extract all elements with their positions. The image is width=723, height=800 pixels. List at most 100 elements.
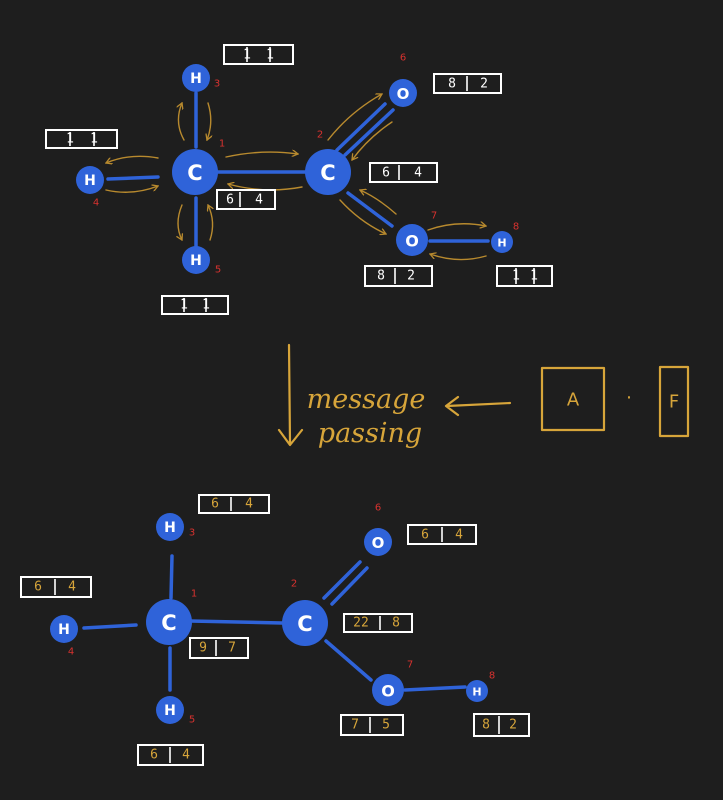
atom-h8: H 8 bbox=[466, 671, 495, 702]
top-message-arrows bbox=[105, 94, 486, 261]
feature-box-c2: 22 8 bbox=[343, 613, 413, 633]
feature-value: 1 bbox=[202, 298, 210, 313]
atom-h3: H 3 bbox=[182, 64, 220, 92]
feature-value: 4 bbox=[182, 748, 190, 763]
feature-value: 5 bbox=[382, 718, 390, 733]
atom-symbol: H bbox=[58, 622, 70, 638]
msg-arrow-c2-to-o6 bbox=[327, 94, 382, 141]
atom-symbol: H bbox=[164, 703, 176, 719]
matrix-f: F bbox=[658, 365, 690, 438]
atom-index: 1 bbox=[219, 139, 225, 150]
bond-c2-o6-b bbox=[343, 108, 395, 157]
feature-value: 4 bbox=[455, 528, 463, 543]
msg-arrow-h4-to-c1 bbox=[105, 186, 158, 193]
feature-box-o6: 6 4 bbox=[407, 524, 477, 545]
atom-index: 3 bbox=[189, 528, 195, 539]
msg-arrow-o6-to-c2 bbox=[352, 121, 393, 160]
atom-o7: O 7 bbox=[372, 660, 413, 706]
feature-value: 6 bbox=[150, 748, 158, 763]
bond-c1-c2 bbox=[188, 619, 284, 625]
feature-box-c1: 6 4 bbox=[216, 189, 276, 210]
feature-box-h3: 1 1 bbox=[223, 44, 294, 65]
atom-symbol: O bbox=[372, 534, 385, 552]
feature-box-o7: 7 5 bbox=[340, 714, 404, 736]
atom-index: 1 bbox=[191, 589, 197, 600]
feature-value: 6 bbox=[211, 497, 219, 512]
msg-arrow-c2-to-o7 bbox=[339, 199, 386, 234]
bond-c1-h4 bbox=[106, 175, 160, 181]
atom-c1: C 1 bbox=[146, 589, 197, 645]
feature-box-h8: 8 2 bbox=[473, 713, 530, 737]
feature-value: 1 bbox=[243, 48, 251, 63]
feature-value: 8 bbox=[392, 616, 400, 631]
atom-index: 6 bbox=[400, 53, 406, 64]
bottom-molecule: C 1 C 2 H 3 H 4 H 5 O 6 O bbox=[20, 494, 530, 766]
atom-index: 3 bbox=[214, 79, 220, 90]
feature-box-h8: 1 1 bbox=[496, 265, 553, 287]
feature-value: 4 bbox=[414, 166, 422, 181]
atom-symbol: O bbox=[405, 232, 419, 251]
left-arrow bbox=[444, 395, 512, 417]
top-bonds bbox=[106, 91, 490, 249]
atom-symbol: H bbox=[497, 237, 506, 250]
feature-box-h4: 1 1 bbox=[45, 129, 118, 149]
feature-box-h5: 6 4 bbox=[137, 744, 204, 766]
atom-symbol: C bbox=[297, 612, 312, 636]
atom-symbol: O bbox=[381, 682, 395, 701]
feature-value: 1 bbox=[530, 269, 538, 284]
atom-h4: H 4 bbox=[76, 166, 104, 209]
bond-c2-o6-a bbox=[322, 560, 362, 600]
feature-value: 6 bbox=[382, 166, 390, 181]
atom-index: 8 bbox=[489, 671, 495, 682]
msg-arrow-o7-to-h8 bbox=[427, 224, 486, 231]
feature-value: 8 bbox=[377, 269, 385, 284]
atom-symbol: H bbox=[164, 520, 176, 536]
atom-symbol: C bbox=[161, 611, 176, 635]
atom-symbol: H bbox=[190, 71, 202, 87]
atom-symbol: C bbox=[187, 161, 202, 185]
atom-symbol: H bbox=[472, 686, 481, 699]
msg-arrow-h3-to-c1 bbox=[207, 102, 211, 140]
atom-symbol: H bbox=[190, 253, 202, 269]
bond-c1-h4 bbox=[82, 623, 138, 630]
atom-index: 4 bbox=[93, 198, 99, 209]
atom-index: 7 bbox=[431, 211, 437, 222]
feature-value: 6 bbox=[226, 193, 234, 208]
atom-h8: H 8 bbox=[491, 222, 519, 253]
bond-c2-o6-a bbox=[335, 102, 387, 152]
atom-index: 2 bbox=[317, 130, 323, 141]
bond-c2-o7 bbox=[324, 639, 373, 682]
atom-c1: C 1 bbox=[172, 139, 225, 195]
atom-c2: C 2 bbox=[305, 130, 351, 195]
feature-value: 7 bbox=[228, 641, 236, 656]
atom-index: 7 bbox=[407, 660, 413, 671]
atom-h4: H 4 bbox=[50, 615, 78, 658]
bond-o7-h8 bbox=[403, 685, 467, 692]
matrix-f-label: F bbox=[669, 392, 679, 413]
process-label-line1: message bbox=[307, 384, 426, 415]
msg-arrow-c1-to-h5 bbox=[178, 204, 182, 240]
matrix-a: A bbox=[540, 366, 606, 432]
feature-value: 2 bbox=[509, 718, 517, 733]
atom-symbol: C bbox=[320, 161, 335, 185]
atom-index: 6 bbox=[375, 503, 381, 514]
atom-symbol: H bbox=[84, 173, 96, 189]
feature-box-h4: 6 4 bbox=[20, 576, 92, 598]
feature-box-c2: 6 4 bbox=[369, 162, 438, 183]
atom-h5: H 5 bbox=[156, 696, 195, 726]
feature-box-c1: 9 7 bbox=[189, 637, 249, 659]
atom-o6: O 6 bbox=[364, 503, 392, 556]
bond-c2-o6-b bbox=[330, 566, 369, 606]
feature-box-h3: 6 4 bbox=[198, 494, 270, 514]
atom-index: 5 bbox=[215, 265, 221, 276]
feature-box-h5: 1 1 bbox=[161, 295, 229, 315]
feature-value: 2 bbox=[480, 77, 488, 92]
feature-box-o6: 8 2 bbox=[433, 73, 502, 94]
msg-arrow-c1-to-c2 bbox=[225, 152, 298, 158]
feature-value: 6 bbox=[421, 528, 429, 543]
feature-value: 1 bbox=[180, 298, 188, 313]
atom-h5: H 5 bbox=[182, 246, 221, 276]
feature-value: 4 bbox=[245, 497, 253, 512]
top-molecule: C 1 C 2 H 3 H 4 H 5 O 6 O bbox=[45, 44, 553, 315]
